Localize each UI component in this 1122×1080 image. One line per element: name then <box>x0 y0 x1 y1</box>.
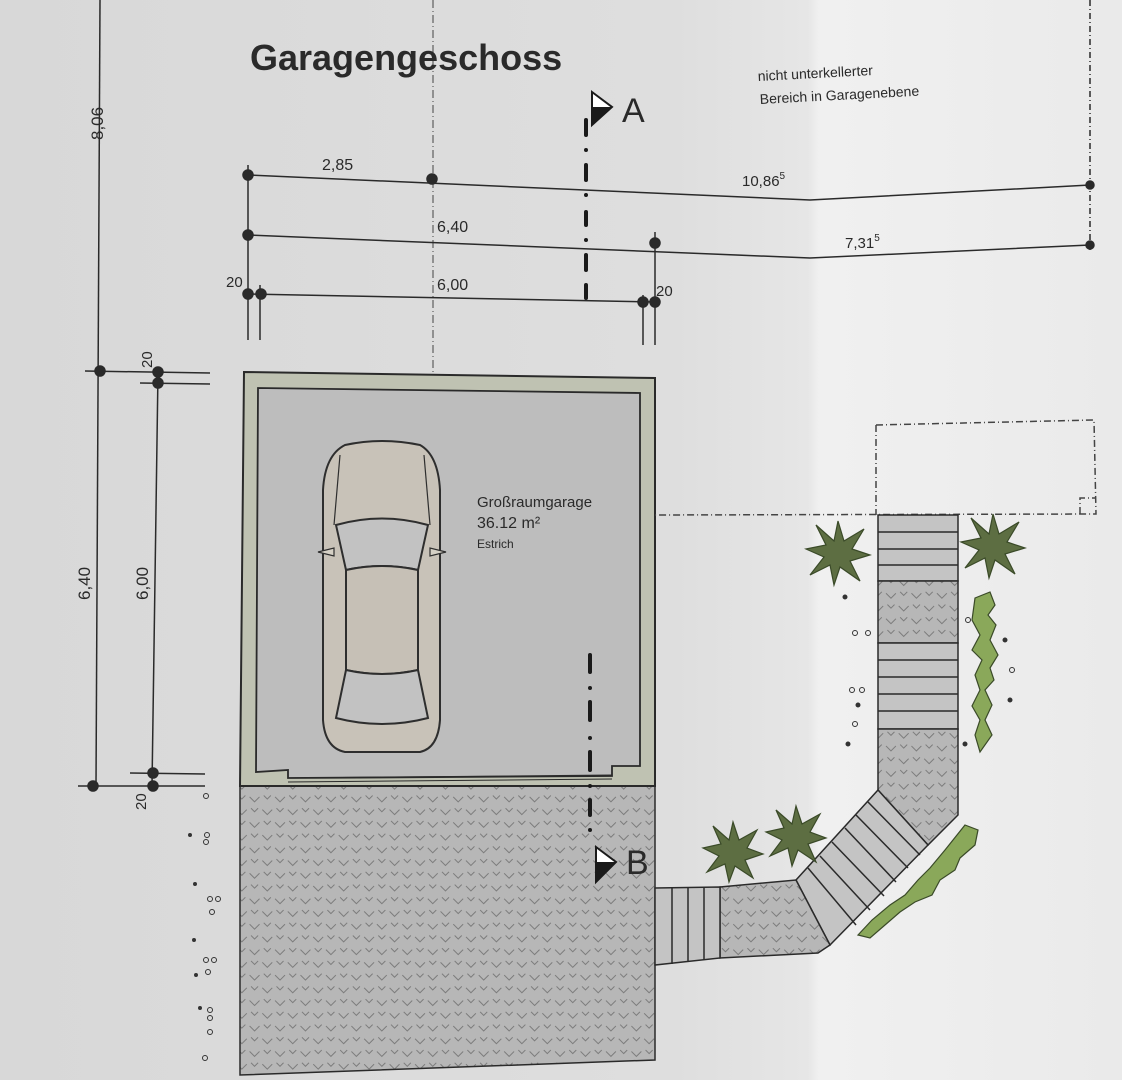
dim-7-315: 7,315 <box>845 233 880 252</box>
garage-walls <box>238 370 656 787</box>
dim-8-06: 8,06 <box>88 107 107 140</box>
dim-20-right: 20 <box>656 283 673 300</box>
unbasemented-area-outline <box>654 419 1097 516</box>
dim-2-85: 2,85 <box>322 157 353 174</box>
note-line-1: nicht unterkellerter <box>757 62 873 84</box>
dim-20-bottom-left: 20 <box>133 793 150 810</box>
left-dimensions <box>78 0 211 792</box>
hedge-plants <box>856 591 999 939</box>
palm-plant-icon <box>701 819 765 885</box>
room-name: Großraumgarage <box>477 494 592 511</box>
note-line-2: Bereich in Garagenebene <box>759 83 919 107</box>
dim-6-00-left: 6,00 <box>133 567 152 600</box>
hedge-icon <box>856 824 979 939</box>
dim-6-00-top: 6,00 <box>437 277 468 294</box>
driveway-paving <box>239 779 656 1076</box>
room-floor-finish: Estrich <box>477 537 514 551</box>
room-area: 36.12 m² <box>477 515 541 532</box>
hedge-icon <box>971 591 999 754</box>
dim-20-top-left: 20 <box>139 351 156 368</box>
car-icon <box>317 440 447 753</box>
palm-plant-icon <box>804 520 872 588</box>
dim-6-40-top: 6,40 <box>437 219 468 236</box>
palm-plant-icon <box>959 513 1027 581</box>
garden-path <box>654 514 959 966</box>
drawing-title: Garagengeschoss <box>250 37 562 78</box>
palm-plant-icon <box>764 803 828 869</box>
dim-6-40-left: 6,40 <box>75 567 94 600</box>
dim-20-left: 20 <box>226 274 243 291</box>
shrub-dots <box>188 594 1015 1061</box>
plants <box>701 513 1027 885</box>
section-b-label: B <box>626 844 649 882</box>
section-a-label: A <box>622 92 645 130</box>
top-dimensions <box>242 0 1095 345</box>
section-line <box>584 118 592 832</box>
dim-10-865: 10,865 <box>742 171 786 190</box>
